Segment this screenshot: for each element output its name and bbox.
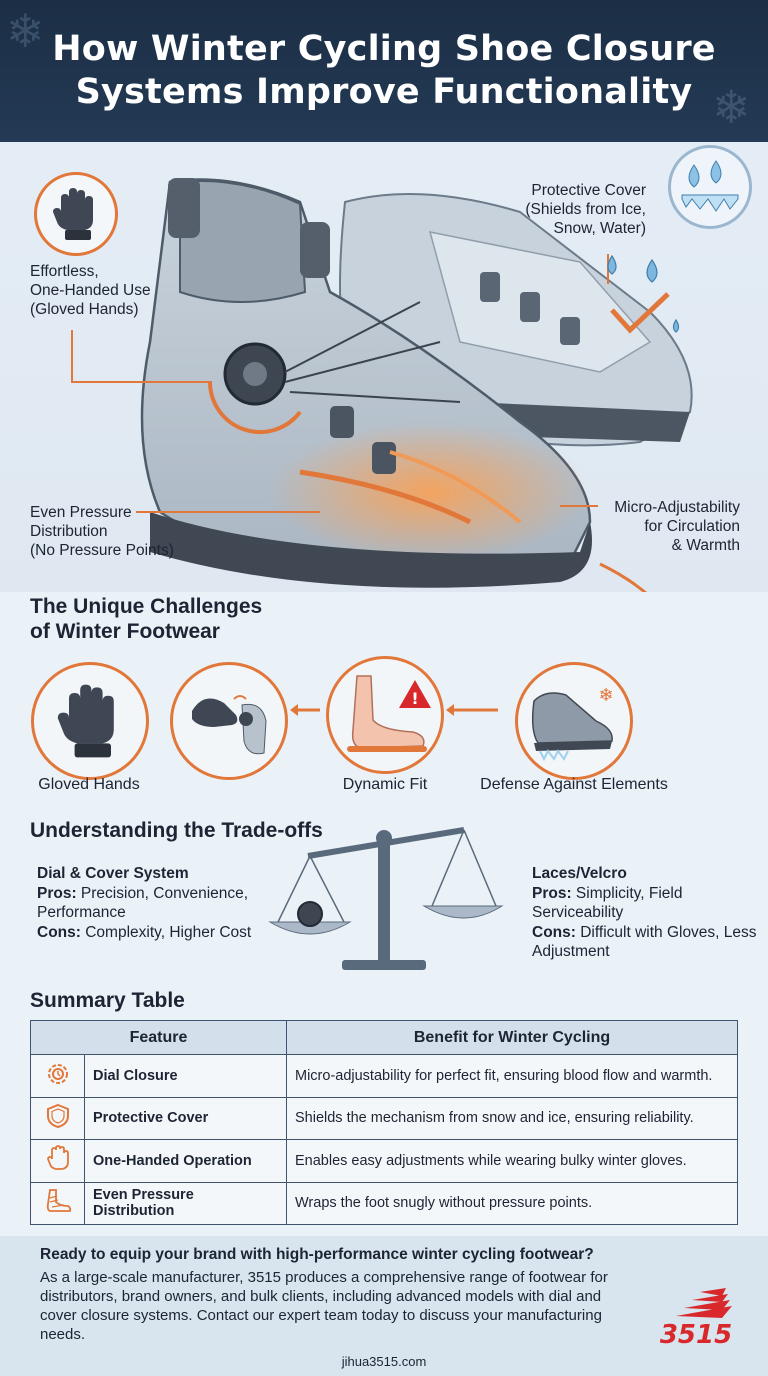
- tradeoff-left-pros: Precision, Convenience, Performance: [37, 884, 249, 922]
- cycling-shoes-illustration: [71, 178, 702, 728]
- table-cell-feature: Even Pressure Distribution: [84, 1181, 287, 1225]
- tradeoff-right-title: Laces/Velcro: [532, 865, 627, 882]
- challenge-label-gloved-hands: Gloved Hands: [38, 776, 140, 793]
- glove-adjusting-dial-icon: [170, 662, 288, 780]
- tradeoffs-heading: Understanding the Trade-offs: [30, 819, 323, 842]
- page-title: How Winter Cycling Shoe Closure Systems …: [52, 29, 716, 112]
- header-banner: ❄ ❄ How Winter Cycling Shoe Closure Syst…: [0, 0, 768, 142]
- cons-label: Cons:: [37, 923, 81, 941]
- challenge-label-defense: Defense Against Elements: [480, 776, 668, 793]
- table-header-row: Feature Benefit for Winter Cycling: [30, 1020, 738, 1055]
- table-row: Even Pressure Distribution Wraps the foo…: [30, 1181, 738, 1225]
- dial-gear-icon: [30, 1054, 85, 1098]
- cta-body: As a large-scale manufacturer, 3515 prod…: [40, 1269, 608, 1343]
- cons-label: Cons:: [532, 923, 576, 941]
- foot-warning-icon: !: [326, 656, 444, 774]
- callout-micro-adjustability: Micro-Adjustability for Circulation & Wa…: [614, 499, 740, 554]
- brand-wing-icon: [676, 1288, 732, 1318]
- callout-one-handed: Effortless, One-Handed Use (Gloved Hands…: [30, 263, 151, 318]
- table-cell-benefit: Wraps the foot snugly without pressure p…: [286, 1181, 738, 1225]
- table-cell-benefit: Shields the mechanism from snow and ice,…: [286, 1096, 738, 1140]
- hand-icon: [30, 1139, 85, 1183]
- footer-cta: Ready to equip your brand with high-perf…: [0, 1236, 768, 1376]
- table-row: Dial Closure Micro-adjustability for per…: [30, 1054, 738, 1098]
- hero-illustration: [0, 142, 768, 728]
- table-cell-benefit: Enables easy adjustments while wearing b…: [286, 1139, 738, 1183]
- brand-logo: 3515: [656, 1288, 736, 1350]
- snowflake-icon: ❄: [6, 5, 45, 57]
- challenges-heading: The Unique Challenges of Winter Footwear: [30, 595, 263, 643]
- tradeoff-right-cons: Difficult with Gloves, Less Adjustment: [532, 923, 757, 961]
- foot-wrap-icon: [30, 1181, 85, 1225]
- svg-text:❄: ❄: [598, 685, 613, 705]
- pros-label: Pros:: [532, 884, 572, 902]
- table-row: Protective Cover Shields the mechanism f…: [30, 1096, 738, 1140]
- tradeoff-laces-velcro: Laces/Velcro Pros: Simplicity, Field Ser…: [532, 864, 760, 962]
- table-cell-feature: One-Handed Operation: [84, 1139, 287, 1183]
- table-cell-benefit: Micro-adjustability for perfect fit, ens…: [286, 1054, 738, 1098]
- icy-shoe-icon: ❄: [515, 662, 633, 780]
- summary-heading: Summary Table: [30, 989, 185, 1012]
- callout-protective-cover: Protective Cover (Shields from Ice, Snow…: [525, 182, 646, 237]
- website-url[interactable]: jihua3515.com: [341, 1354, 427, 1369]
- challenge-flow-arrows: [290, 704, 498, 716]
- balance-scale-icon: [268, 827, 504, 970]
- snowflake-icon: ❄: [712, 81, 751, 133]
- column-header-feature: Feature: [30, 1020, 287, 1055]
- callout-even-pressure: Even Pressure Distribution (No Pressure …: [30, 504, 174, 559]
- table-cell-feature: Dial Closure: [84, 1054, 287, 1098]
- table-cell-feature: Protective Cover: [84, 1096, 287, 1140]
- pros-label: Pros:: [37, 884, 77, 902]
- water-drops-icon: [668, 145, 752, 229]
- cta-heading: Ready to equip your brand with high-perf…: [40, 1246, 594, 1263]
- shield-icon: [30, 1096, 85, 1140]
- column-header-benefit: Benefit for Winter Cycling: [286, 1020, 738, 1055]
- brand-name: 3515: [659, 1320, 733, 1350]
- glove-icon: [34, 172, 118, 256]
- svg-text:!: !: [411, 689, 418, 708]
- challenge-label-dynamic-fit: Dynamic Fit: [342, 776, 428, 793]
- summary-table: Feature Benefit for Winter Cycling Dial …: [30, 1020, 738, 1225]
- glove-icon: [31, 662, 149, 780]
- tradeoff-dial-cover: Dial & Cover System Pros: Precision, Con…: [37, 864, 267, 942]
- tradeoff-right-pros: Simplicity, Field Serviceability: [532, 884, 683, 922]
- tradeoff-left-cons: Complexity, Higher Cost: [80, 923, 252, 941]
- table-row: One-Handed Operation Enables easy adjust…: [30, 1139, 738, 1183]
- tradeoff-left-title: Dial & Cover System: [37, 865, 189, 882]
- front-shoe: [140, 178, 592, 588]
